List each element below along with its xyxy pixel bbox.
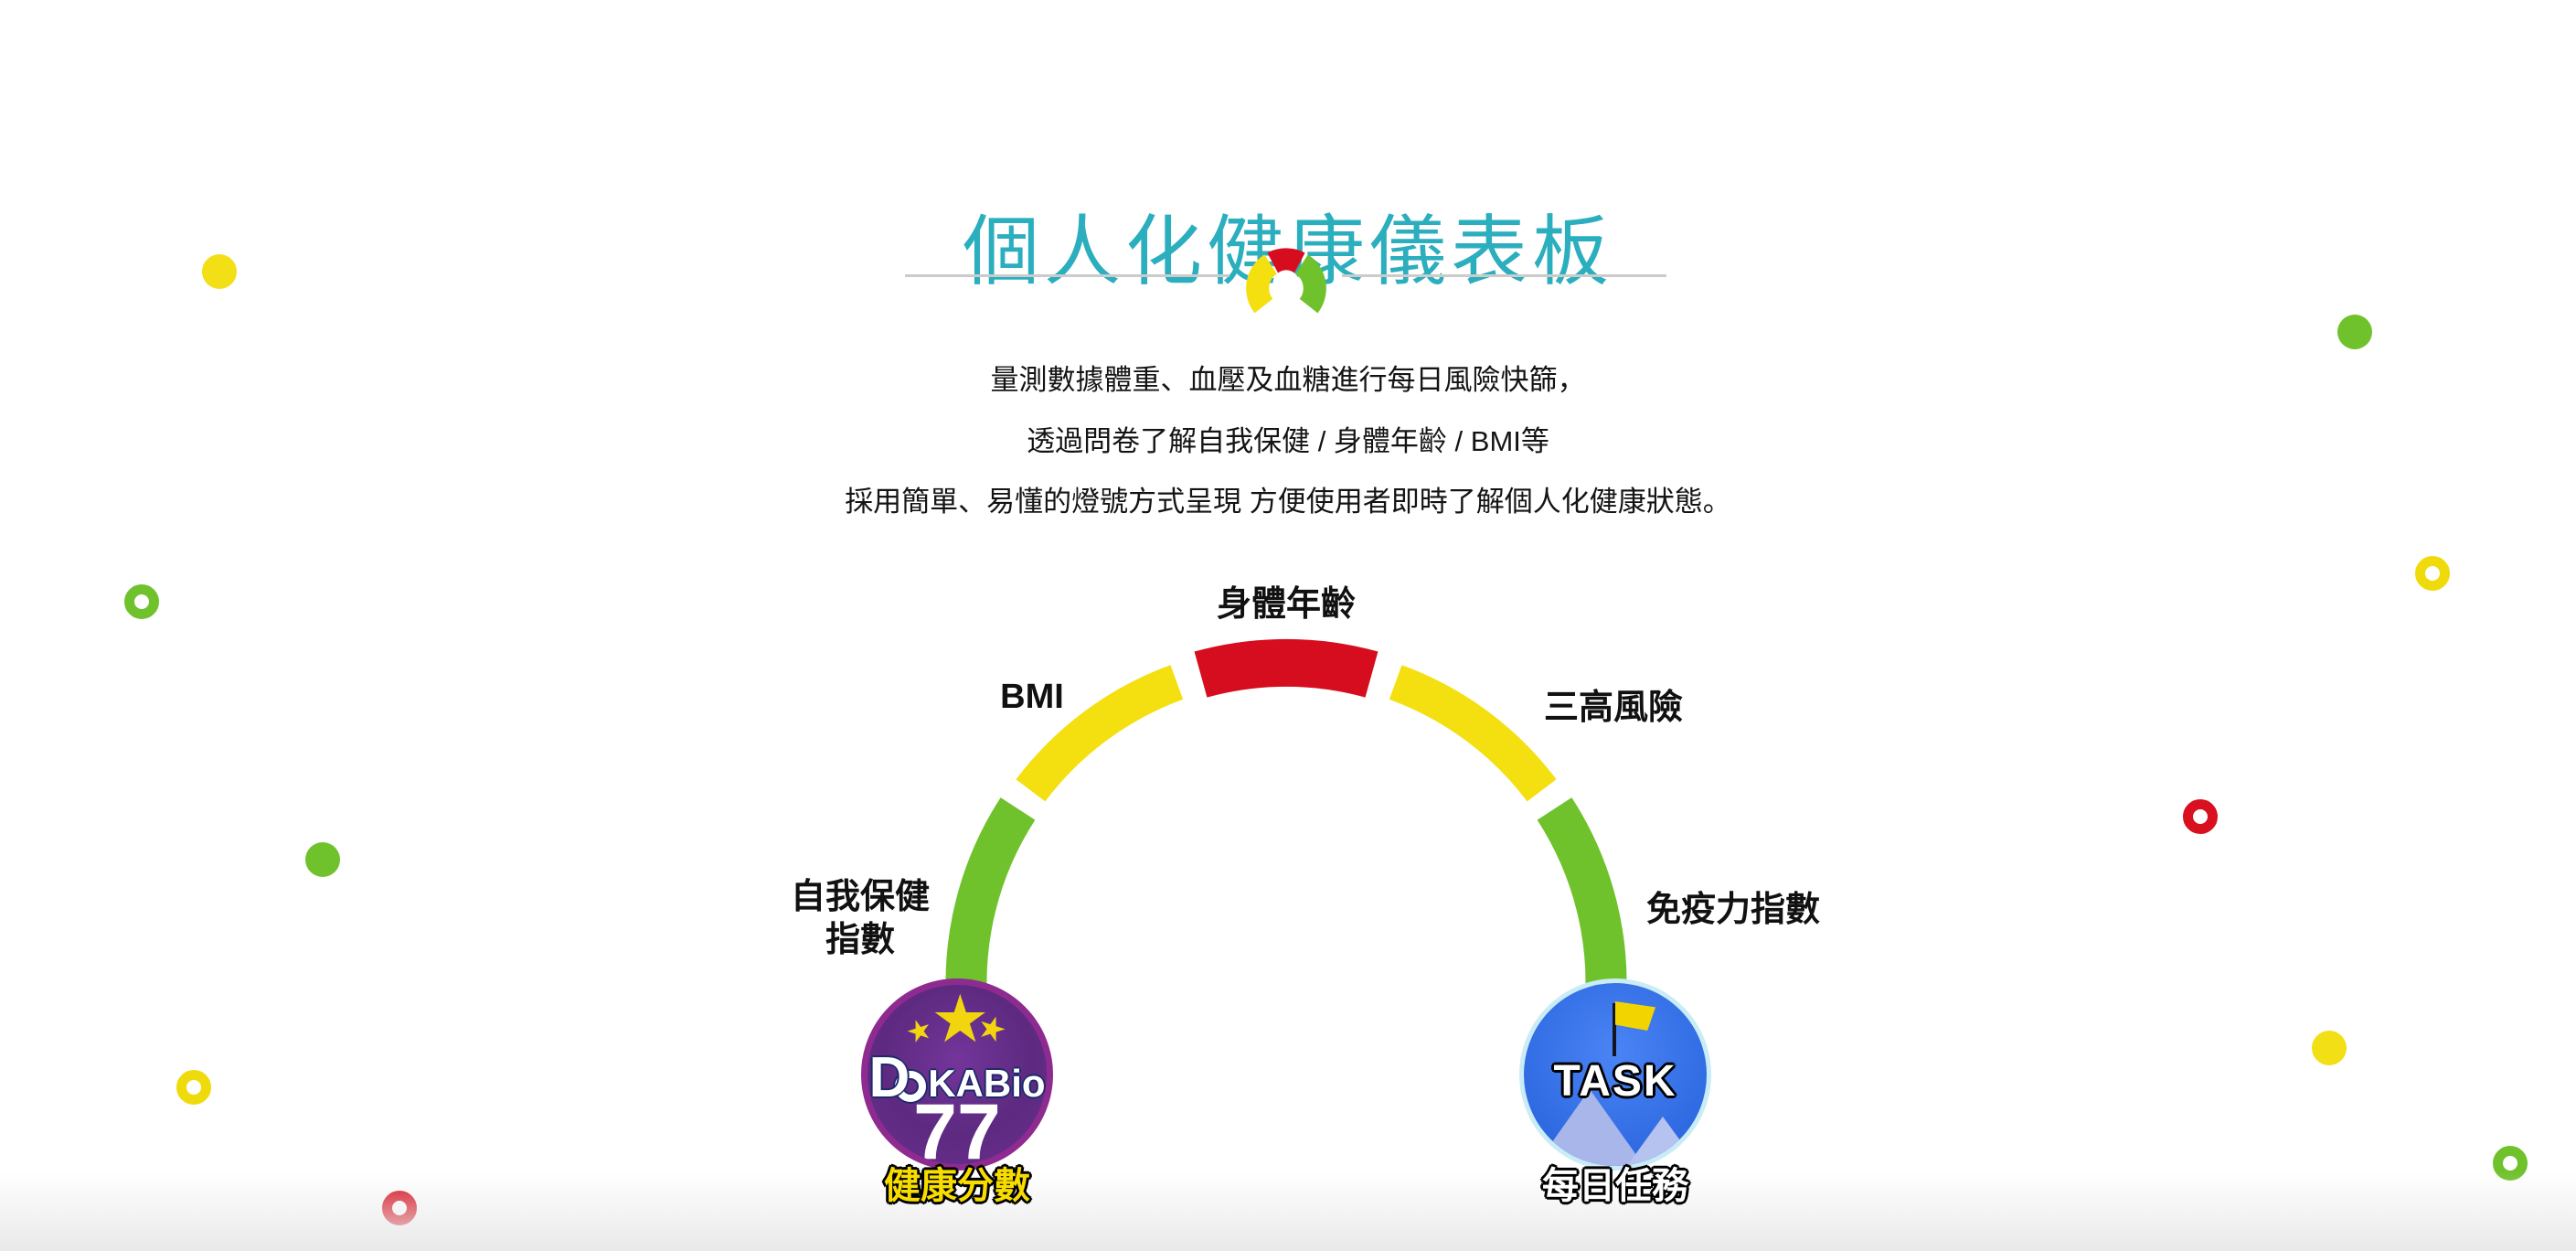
health-score-value: 77 bbox=[913, 1088, 1001, 1171]
intro-line-3: 採用簡單、易懂的燈號方式呈現 方便使用者即時了解個人化健康狀態。 bbox=[845, 486, 1731, 518]
star-icon: ★ bbox=[931, 983, 990, 1056]
kabio-logo: D KABio bbox=[868, 1045, 1047, 1110]
gauge-segment-body-age bbox=[1194, 638, 1378, 698]
decorative-dot bbox=[176, 1070, 211, 1105]
gauge-icon-red-arc bbox=[1267, 248, 1305, 274]
kabio-logo-d: D bbox=[868, 1046, 910, 1109]
gauge-icon-yellow-arc bbox=[1246, 254, 1278, 314]
gauge-icon-person-head bbox=[1272, 270, 1300, 297]
decorative-dot bbox=[2183, 799, 2218, 834]
daily-task-caption: 每日任務 bbox=[1542, 1166, 1688, 1206]
kabio-logo-ring-icon bbox=[895, 1071, 927, 1102]
label-bmi: BMI bbox=[1000, 678, 1064, 716]
decorative-dot bbox=[2337, 315, 2372, 349]
flag-pole-icon bbox=[1613, 1003, 1616, 1056]
decorative-dot bbox=[124, 584, 159, 619]
intro-line-2: 透過問卷了解自我保健 / 身體年齡 / BMI等 bbox=[1027, 425, 1549, 457]
daily-task-badge: TASK bbox=[1519, 978, 1711, 1171]
decorative-dot bbox=[2415, 556, 2450, 591]
section-bottom-fade bbox=[0, 1172, 2576, 1251]
health-score-caption: 健康分數 bbox=[884, 1166, 1030, 1206]
label-body-age: 身體年齡 bbox=[1216, 585, 1356, 624]
label-selfcare-line1: 自我保健 bbox=[790, 878, 930, 916]
label-immunity-index: 免疫力指數 bbox=[1645, 891, 1820, 929]
label-selfcare-index: 自我保健 指數 bbox=[769, 876, 952, 962]
intro-line-1: 量測數據體重、血壓及血糖進行每日風險快篩， bbox=[990, 364, 1586, 396]
gauge-icon-person-body bbox=[1272, 285, 1301, 318]
gauge-icon-green-arc bbox=[1294, 254, 1326, 314]
task-label: TASK bbox=[1553, 1057, 1677, 1106]
label-selfcare-line2: 指數 bbox=[825, 921, 895, 959]
divider-line-right bbox=[1342, 274, 1666, 277]
decorative-dot bbox=[2312, 1031, 2347, 1065]
decorative-dot bbox=[305, 842, 340, 877]
gauge-segment-risk bbox=[1389, 665, 1557, 802]
gauge-icon bbox=[1246, 248, 1326, 318]
label-three-highs-risk: 三高風險 bbox=[1543, 689, 1683, 727]
decorative-dot bbox=[202, 254, 237, 289]
flag-icon bbox=[1615, 1001, 1655, 1031]
kabio-logo-text: KABio bbox=[928, 1062, 1046, 1105]
divider-line-left bbox=[905, 274, 1229, 277]
gauge-segment-bmi bbox=[1016, 665, 1184, 802]
